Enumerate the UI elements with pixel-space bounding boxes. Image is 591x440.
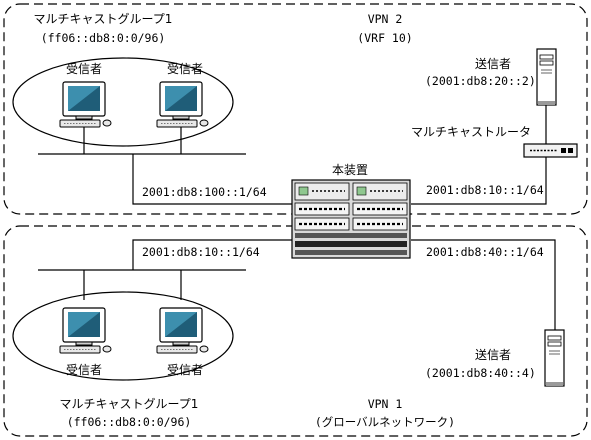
vpn2-title: VPN 2	[368, 12, 403, 26]
vpn2-group-address: (ff06::db8:0:0/96)	[41, 31, 166, 45]
vpn1-group-address: (ff06::db8:0:0/96)	[67, 415, 192, 429]
vpn1-sender-link	[411, 239, 556, 330]
switch-device-icon	[291, 179, 411, 259]
vpn2-sender-label: 送信者	[475, 56, 511, 71]
vpn2-sender-server-icon	[536, 48, 557, 106]
vpn1-multicast-group-ellipse	[12, 291, 234, 381]
vpn2-sender-address: (2001:db8:20::2)	[425, 74, 536, 88]
vpn2-right-link-address: 2001:db8:10::1/64	[426, 183, 544, 197]
vpn2-receiver1-label: 受信者	[66, 62, 102, 76]
vpn1-subtitle: (グローバルネットワーク)	[315, 415, 455, 429]
vpn1-sender-label: 送信者	[475, 347, 511, 362]
multicast-router-icon	[523, 143, 578, 158]
vpn1-sender-server-icon	[544, 329, 565, 387]
vpn1-boundary	[3, 225, 588, 437]
vpn2-uplink	[132, 154, 292, 205]
vpn1-receiver1-pc-icon	[59, 307, 112, 354]
vpn2-group-label: マルチキャストグループ1	[34, 12, 173, 26]
vpn1-left-link-address: 2001:db8:10::1/64	[142, 245, 260, 259]
vpn1-receiver2-label: 受信者	[167, 363, 203, 377]
device-label: 本装置	[332, 163, 368, 177]
vpn2-router-label: マルチキャストルータ	[411, 125, 531, 139]
vpn2-multicast-group-ellipse	[12, 57, 234, 147]
vpn1-title: VPN 1	[368, 397, 403, 411]
vpn2-receiver2-label: 受信者	[167, 62, 203, 76]
vpn2-router-link	[411, 157, 547, 205]
vpn2-receiver1-pc-icon	[59, 81, 112, 128]
vpn2-receiver2-pc-icon	[156, 81, 209, 128]
vpn2-left-link-address: 2001:db8:100::1/64	[142, 185, 267, 199]
vpn1-uplink	[132, 239, 292, 270]
vpn1-receiver1-label: 受信者	[66, 363, 102, 377]
vpn1-right-link-address: 2001:db8:40::1/64	[426, 245, 544, 259]
vpn1-receiver2-pc-icon	[156, 307, 209, 354]
vpn1-group-label: マルチキャストグループ1	[60, 397, 199, 411]
vpn2-subtitle: (VRF 10)	[357, 31, 412, 45]
vpn1-sender-address: (2001:db8:40::4)	[425, 366, 536, 380]
